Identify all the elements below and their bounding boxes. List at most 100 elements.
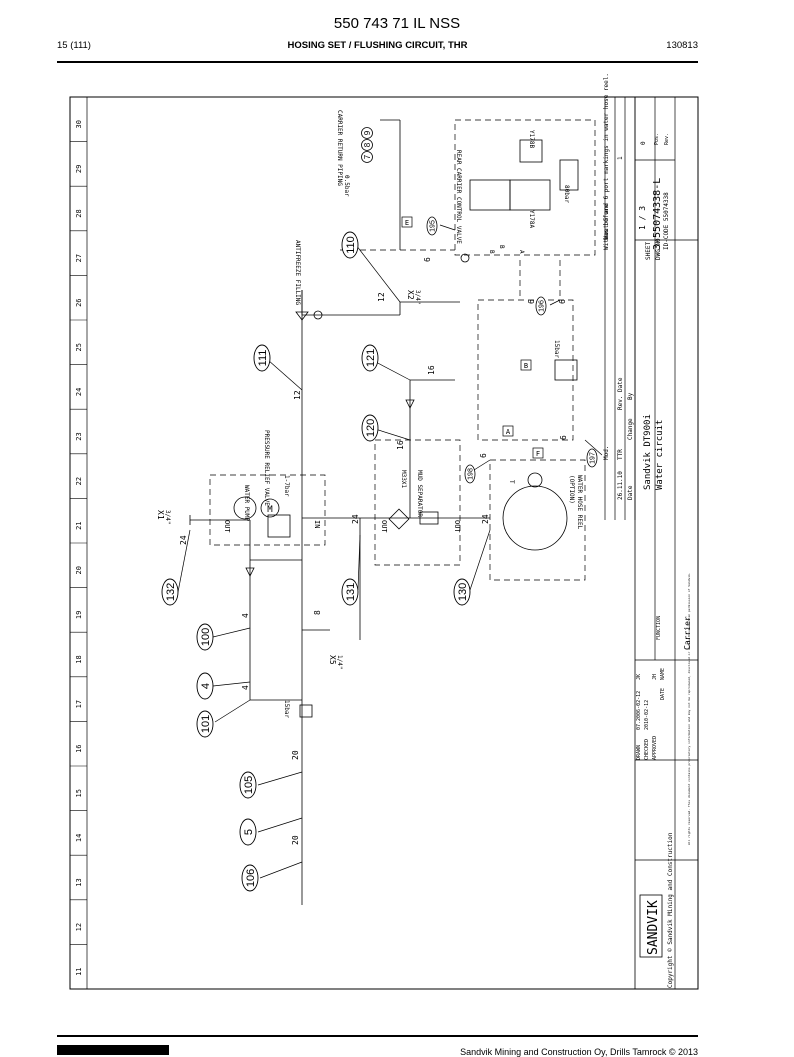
document-number: 550 743 71 IL NSS [333,15,461,32]
control-valve-icon [509,179,551,211]
svg-text:Without 5 and 6 port markings: Without 5 and 6 port markings in water h… [603,73,610,250]
svg-text:Rev.: Rev. [664,133,670,145]
hose-size: 6 [559,435,568,440]
svg-text:196: 196 [539,300,546,312]
pump-icon [233,496,257,520]
leader-lines [177,224,603,879]
grid-number: 17 [75,700,83,708]
svg-text:1/4": 1/4" [336,655,343,669]
return-item-bubble: 9 [361,127,373,139]
svg-text:X2: X2 [406,290,415,300]
svg-text:JK: JK [636,674,642,680]
svg-text:101: 101 [200,715,212,733]
svg-text:2010-02-12: 2010-02-12 [644,700,650,730]
svg-text:9: 9 [363,130,372,135]
small-item-bubble: 196 [535,296,547,316]
svg-text:APPROVED: APPROVED [652,736,658,760]
item-bubble: 111 [253,344,271,372]
grid-number: 25 [75,343,83,351]
grid-number: 22 [75,477,83,485]
svg-text:E: E [405,219,409,227]
grid-number: 13 [75,878,83,886]
svg-text:WATER PUMP: WATER PUMP [243,485,250,522]
hose-size: 16 [396,440,405,450]
svg-text:26.11.10: 26.11.10 [617,471,624,500]
header-date: 130813 [666,40,698,51]
svg-text:130: 130 [457,583,469,601]
filler-cap-icon [313,310,323,320]
svg-text:WATER HOSE REEL: WATER HOSE REEL [576,475,583,530]
section-boxes: A B E F [401,216,544,459]
svg-text:Date: Date [627,485,634,500]
grid-number: 27 [75,254,83,262]
hose-size: 4 [241,685,250,690]
item-bubble: 120 [361,414,379,442]
svg-text:Carrier: Carrier [683,616,692,650]
antifreeze-valve-icon [295,311,309,321]
hose-size: 12 [377,292,386,302]
grid-number: 26 [75,298,83,306]
svg-text:(OPTION): (OPTION) [568,475,575,504]
grid-number: 18 [75,655,83,663]
footer-logo [57,1045,169,1055]
svg-text:8: 8 [363,142,372,147]
hose-size: 4 [241,613,250,618]
svg-text:NAME: NAME [660,668,666,680]
svg-text:Change: Change [627,418,634,440]
svg-text:OUT: OUT [380,520,388,533]
svg-text:1 / 3: 1 / 3 [638,206,647,230]
svg-text:FUNCTION: FUNCTION [656,616,662,640]
svg-text:M33X1: M33X1 [400,470,407,488]
svg-text:CHECKED: CHECKED [644,739,650,760]
svg-text:1: 1 [617,156,624,160]
svg-text:1-7bar: 1-7bar [283,475,290,497]
title-block: SANDVIK Copyright © Sandvik Mining and C… [634,96,699,990]
return-item-bubble: 7 [361,151,373,163]
item-bubble: 130 [453,578,471,606]
svg-text:121: 121 [365,349,377,367]
small-item-bubble: 197 [586,448,598,468]
motor-icon [260,498,280,518]
svg-text:SHEET: SHEET [645,242,652,260]
grid-number: 19 [75,611,83,619]
grid-number: 20 [75,566,83,574]
item-bubble: 132 [161,578,179,606]
item-bubble: 5 [239,818,257,846]
svg-text:15bar: 15bar [553,340,560,358]
hose-size: 8 [313,610,322,615]
relief-valve-b-icon [554,359,578,381]
item-bubble: 121 [361,344,379,372]
svg-text:07.2006-02-12: 07.2006-02-12 [636,691,642,730]
svg-text:DATE: DATE [660,688,666,700]
svg-text:Mod.: Mod. [603,446,610,460]
component-labels: WATER PUMP PRESSURE RELIEF VALVE 1-7bar … [243,110,583,718]
svg-text:IN: IN [313,520,321,528]
svg-text:DWG NO: DWG NO [655,238,662,260]
svg-text:CARRIER RETURN PIPING: CARRIER RETURN PIPING [336,110,343,186]
svg-text:4: 4 [200,683,212,689]
item-bubble: 106 [241,864,259,892]
svg-text:Copyright © Sandvik Mining and: Copyright © Sandvik Mining and Construct… [667,832,674,988]
fitting-icon [460,253,470,263]
check-valve-icon [245,567,255,577]
revision-table: Without 5 and 6 port markings in water h… [603,73,634,500]
svg-text:15bar: 15bar [283,700,290,718]
svg-text:Water circuit: Water circuit [655,420,665,490]
piping [189,119,490,905]
grid-number: 30 [75,120,83,128]
item-bubble: 105 [239,771,257,799]
solenoid-icon [519,139,543,163]
port-labels: OUT IN OUT OUT X1 3/4" X2 3/4" X5 1/4" [156,290,461,669]
svg-text:X1: X1 [156,510,165,520]
hose-size: 16 [427,365,436,375]
svg-text:B: B [498,245,505,249]
mud-valve-icon [419,511,439,525]
svg-text:0.5bar: 0.5bar [343,175,350,197]
return-item-bubbles: 7 8 9 [361,127,373,163]
return-item-bubble: 8 [361,139,373,151]
svg-text:F: F [536,450,540,458]
svg-text:Y178A: Y178A [528,210,535,228]
